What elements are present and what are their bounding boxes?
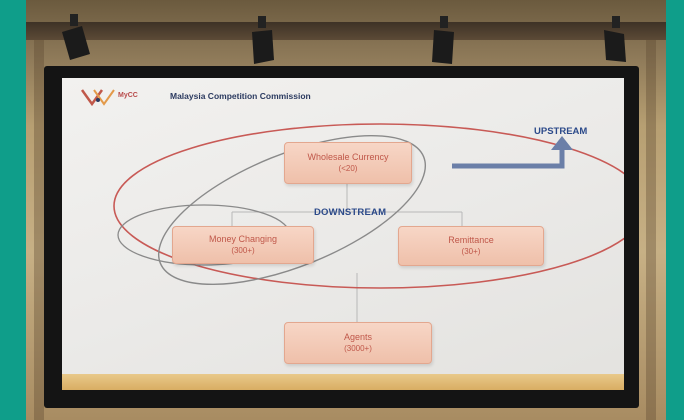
spotlight-icon xyxy=(432,16,454,64)
diagram-lines xyxy=(113,123,624,322)
logo-text: MyCC xyxy=(118,92,138,99)
wall-panel xyxy=(646,40,656,420)
spotlight-icon xyxy=(604,16,626,62)
mycc-logo-icon xyxy=(80,89,115,107)
box-title: Money Changing xyxy=(208,234,278,244)
downstream-label: DOWNSTREAM xyxy=(314,207,387,218)
agents-box: Agents (3000+) xyxy=(284,322,432,364)
box-title: Agents xyxy=(343,332,373,342)
arrow-head-icon xyxy=(551,136,573,150)
remittance-box: Remittance (30+) xyxy=(398,226,544,266)
slide-footer-bar xyxy=(62,374,624,390)
upstream-arrow-icon xyxy=(452,148,565,169)
box-title: Wholesale Currency xyxy=(307,152,389,162)
box-count: (30+) xyxy=(461,247,481,256)
spotlight-icon xyxy=(62,14,90,60)
box-count: (3000+) xyxy=(344,344,372,353)
box-count: (<20) xyxy=(338,164,358,173)
ceiling-beam xyxy=(26,22,666,40)
market-ellipse xyxy=(113,123,624,289)
wall-panel xyxy=(34,40,44,420)
wholesale-currency-box: Wholesale Currency (<20) xyxy=(284,142,412,184)
box-count: (300+) xyxy=(231,246,255,255)
box-title: Remittance xyxy=(448,235,494,245)
slide: MyCC Malaysia Competition Commission UPS… xyxy=(62,78,624,390)
slide-header: Malaysia Competition Commission xyxy=(170,91,311,101)
money-changing-box: Money Changing (300+) xyxy=(172,226,314,264)
spotlight-icon xyxy=(252,16,274,64)
upstream-label: UPSTREAM xyxy=(534,126,588,137)
